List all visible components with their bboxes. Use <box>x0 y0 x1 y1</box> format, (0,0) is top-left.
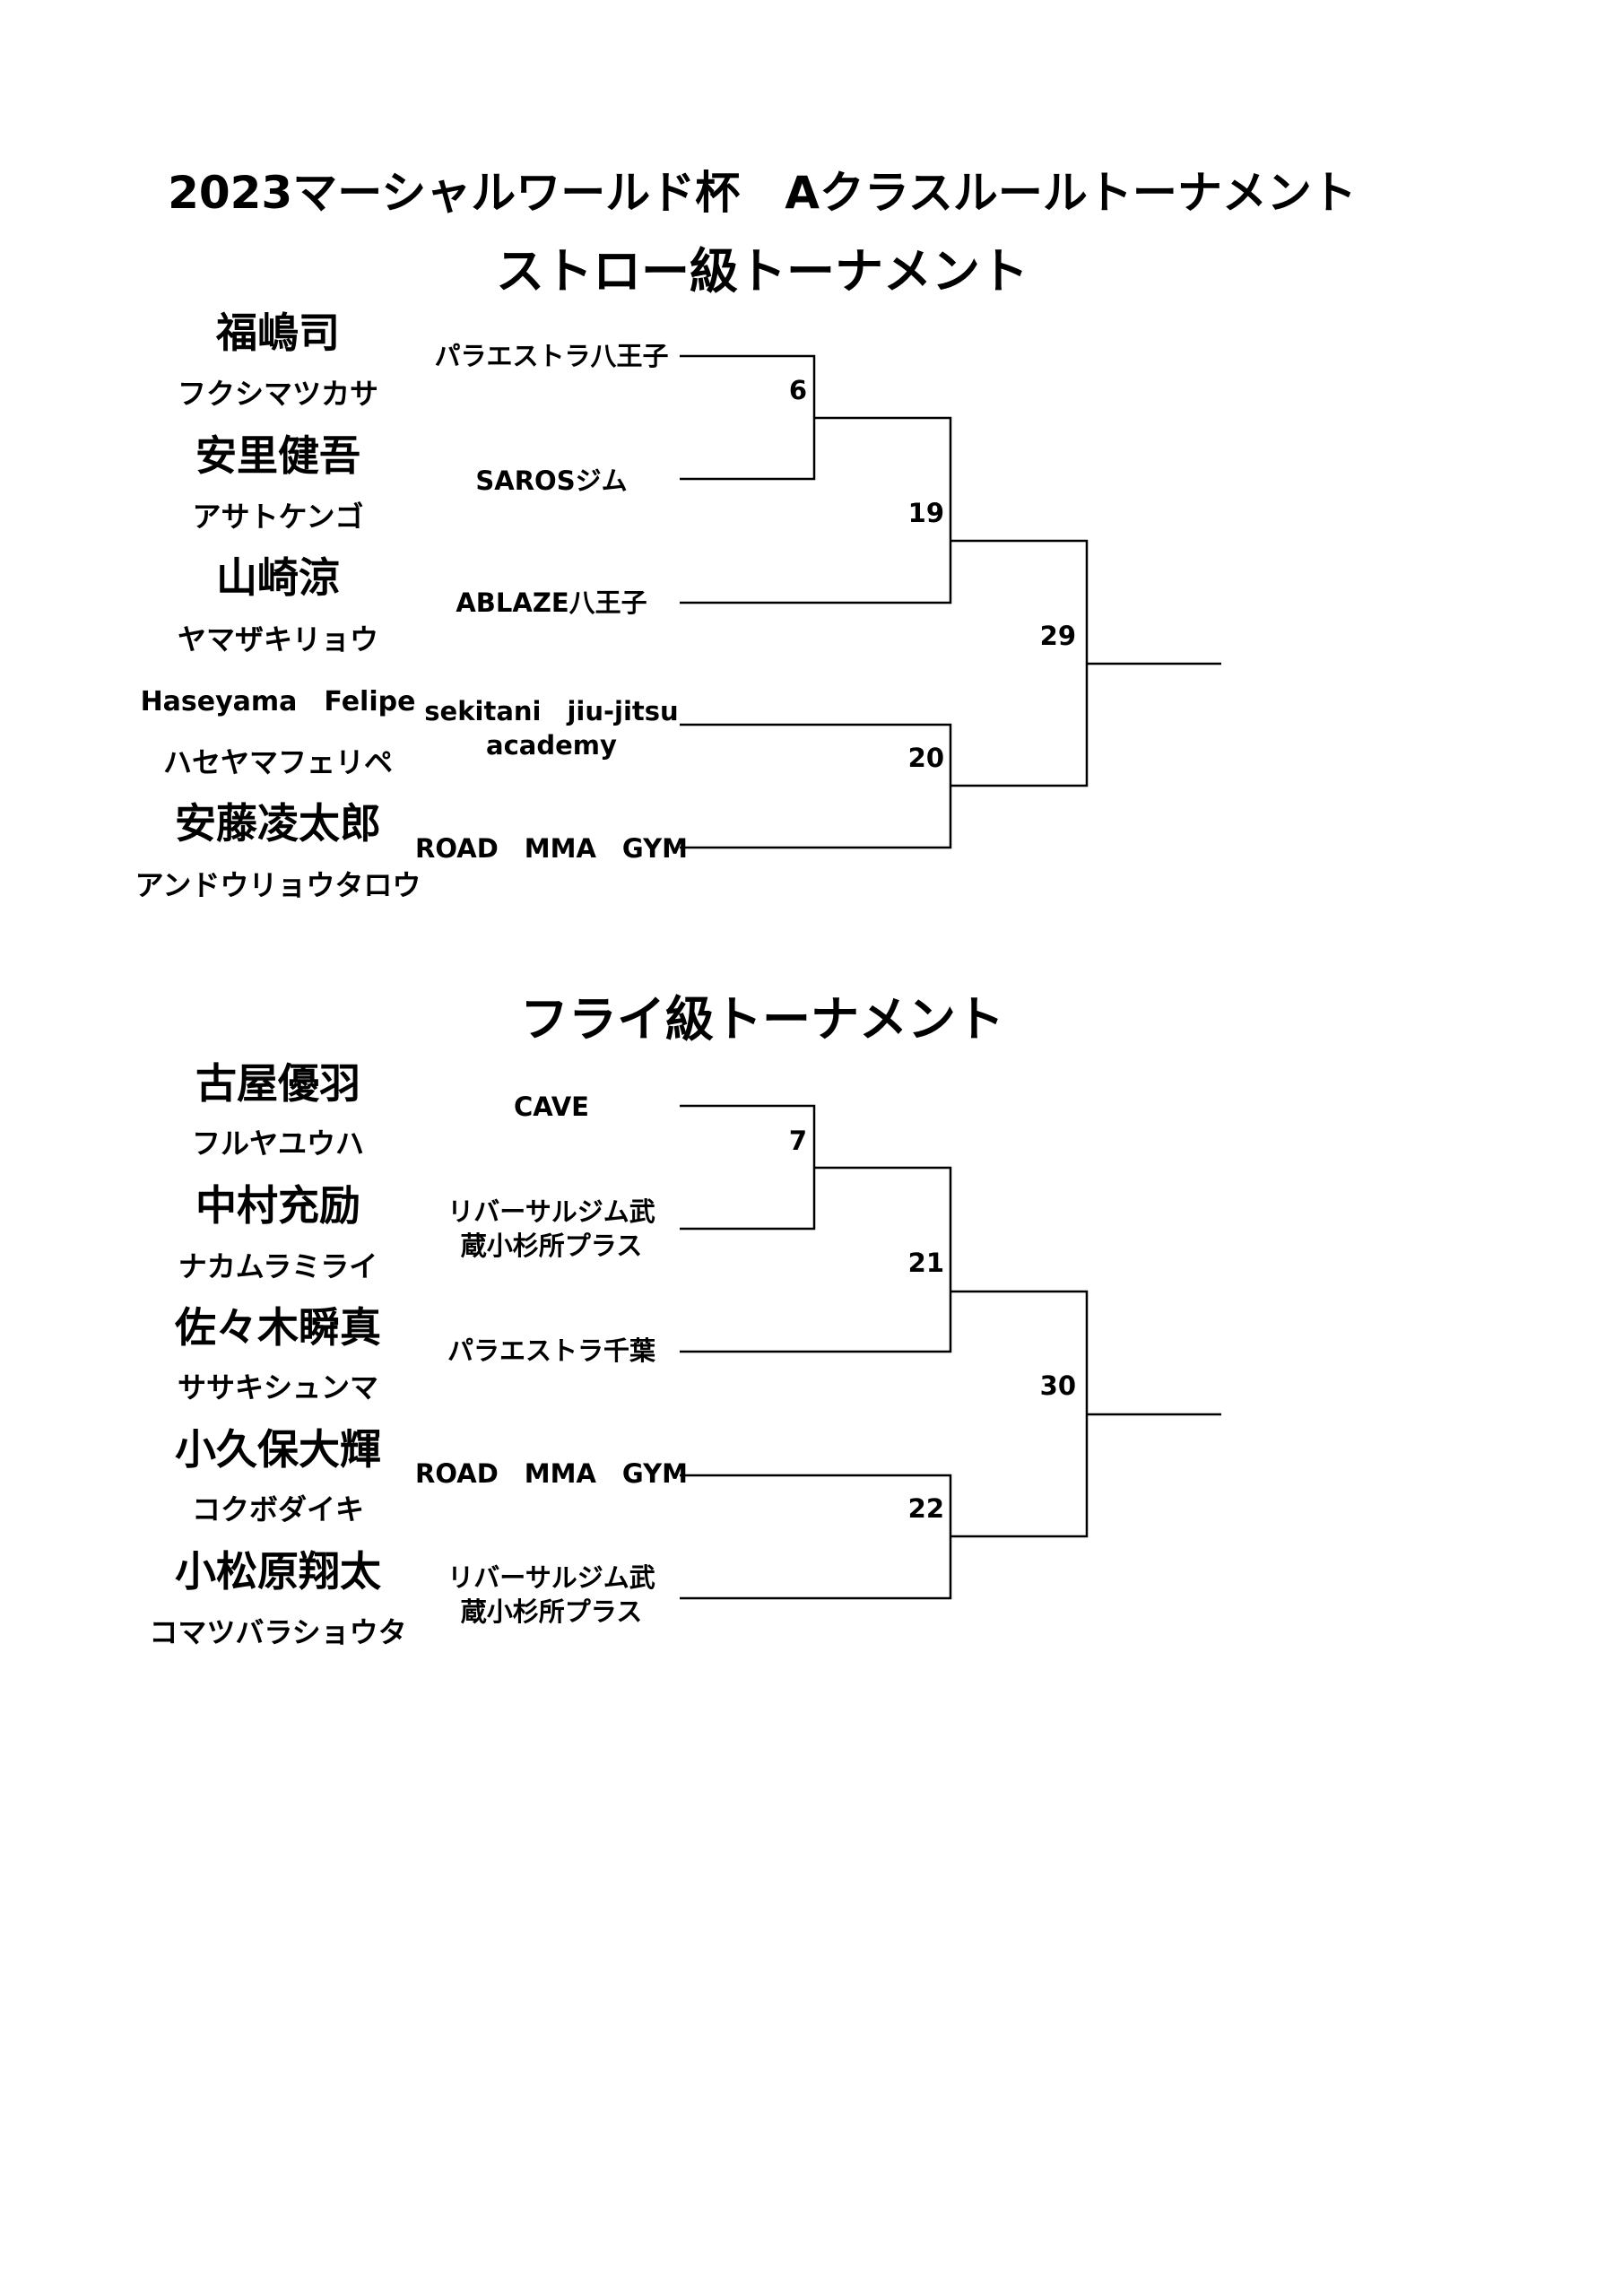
section-title-fly: フライ級トーナメント <box>520 991 1004 1048</box>
match-number: 6 <box>788 375 807 405</box>
fighter-name: 山崎涼 <box>216 553 340 602</box>
fighter-gym: ROAD MMA GYM <box>415 1458 688 1489</box>
bracket-line <box>680 1474 952 1600</box>
fighter-kana: アサトケンゴ <box>192 500 364 534</box>
fighter-gym: ABLAZE八王子 <box>456 587 647 618</box>
fighter-gym: リバーサルジム武蔵小杉所プラス <box>447 1562 655 1627</box>
fighter-gym: sekitani jiu-jitsu academy <box>424 696 679 761</box>
fighter-kana: コクボダイキ <box>191 1492 364 1526</box>
bracket-line <box>950 539 1089 787</box>
match-number: 19 <box>907 498 944 528</box>
fighter-kana: フクシマツカサ <box>177 377 378 411</box>
fighter-gym: SAROSジム <box>475 465 628 496</box>
match-number: 30 <box>1039 1370 1076 1401</box>
fighter-name: 福嶋司 <box>216 309 340 357</box>
bracket-line <box>950 1290 1089 1538</box>
fighter-kana: コマツバラショウタ <box>149 1615 407 1649</box>
fighter-kana: ササキシュンマ <box>177 1370 378 1405</box>
fighter-gym: リバーサルジム武蔵小杉所プラス <box>447 1196 655 1261</box>
fighter-kana: アンドウリョウタロウ <box>135 868 421 902</box>
fighter-kana: フルヤユウハ <box>191 1126 364 1161</box>
match-number: 7 <box>788 1126 807 1156</box>
fighter-name: 安藤凌太郎 <box>175 799 381 848</box>
fighter-kana: ヤマザキリョウ <box>177 622 378 657</box>
section-title-straw: ストロー級トーナメント <box>496 243 1028 300</box>
bracket-line <box>680 354 816 481</box>
bracket-line <box>680 723 952 849</box>
fighter-name: Haseyama Felipe <box>140 686 416 718</box>
fighter-name: 小松原翔太 <box>175 1547 381 1596</box>
fighter-name: 古屋優羽 <box>195 1059 360 1108</box>
fighter-name: 小久保大輝 <box>175 1425 381 1474</box>
bracket-line <box>680 416 952 604</box>
fighter-name: 安里健吾 <box>195 431 360 480</box>
fighter-gym: ROAD MMA GYM <box>415 833 688 864</box>
fighter-name: 中村充励 <box>195 1181 360 1230</box>
match-number: 29 <box>1039 621 1076 651</box>
match-number: 20 <box>907 743 944 773</box>
bracket-line <box>680 1104 816 1231</box>
match-number: 22 <box>907 1493 944 1524</box>
fighter-gym: CAVE <box>513 1091 589 1122</box>
fighter-kana: ハセヤマフェリペ <box>162 745 393 779</box>
fighter-gym: パラエストラ千葉 <box>447 1335 655 1366</box>
page-title: 2023マーシャルワールド杯 Aクラスルールトーナメント <box>168 167 1357 219</box>
bracket-line <box>680 1166 952 1353</box>
fighter-gym: パラエストラ八王子 <box>434 341 669 371</box>
fighter-name: 佐々木瞬真 <box>175 1303 381 1352</box>
fighter-kana: ナカムラミライ <box>178 1249 378 1283</box>
match-number: 21 <box>907 1248 944 1278</box>
